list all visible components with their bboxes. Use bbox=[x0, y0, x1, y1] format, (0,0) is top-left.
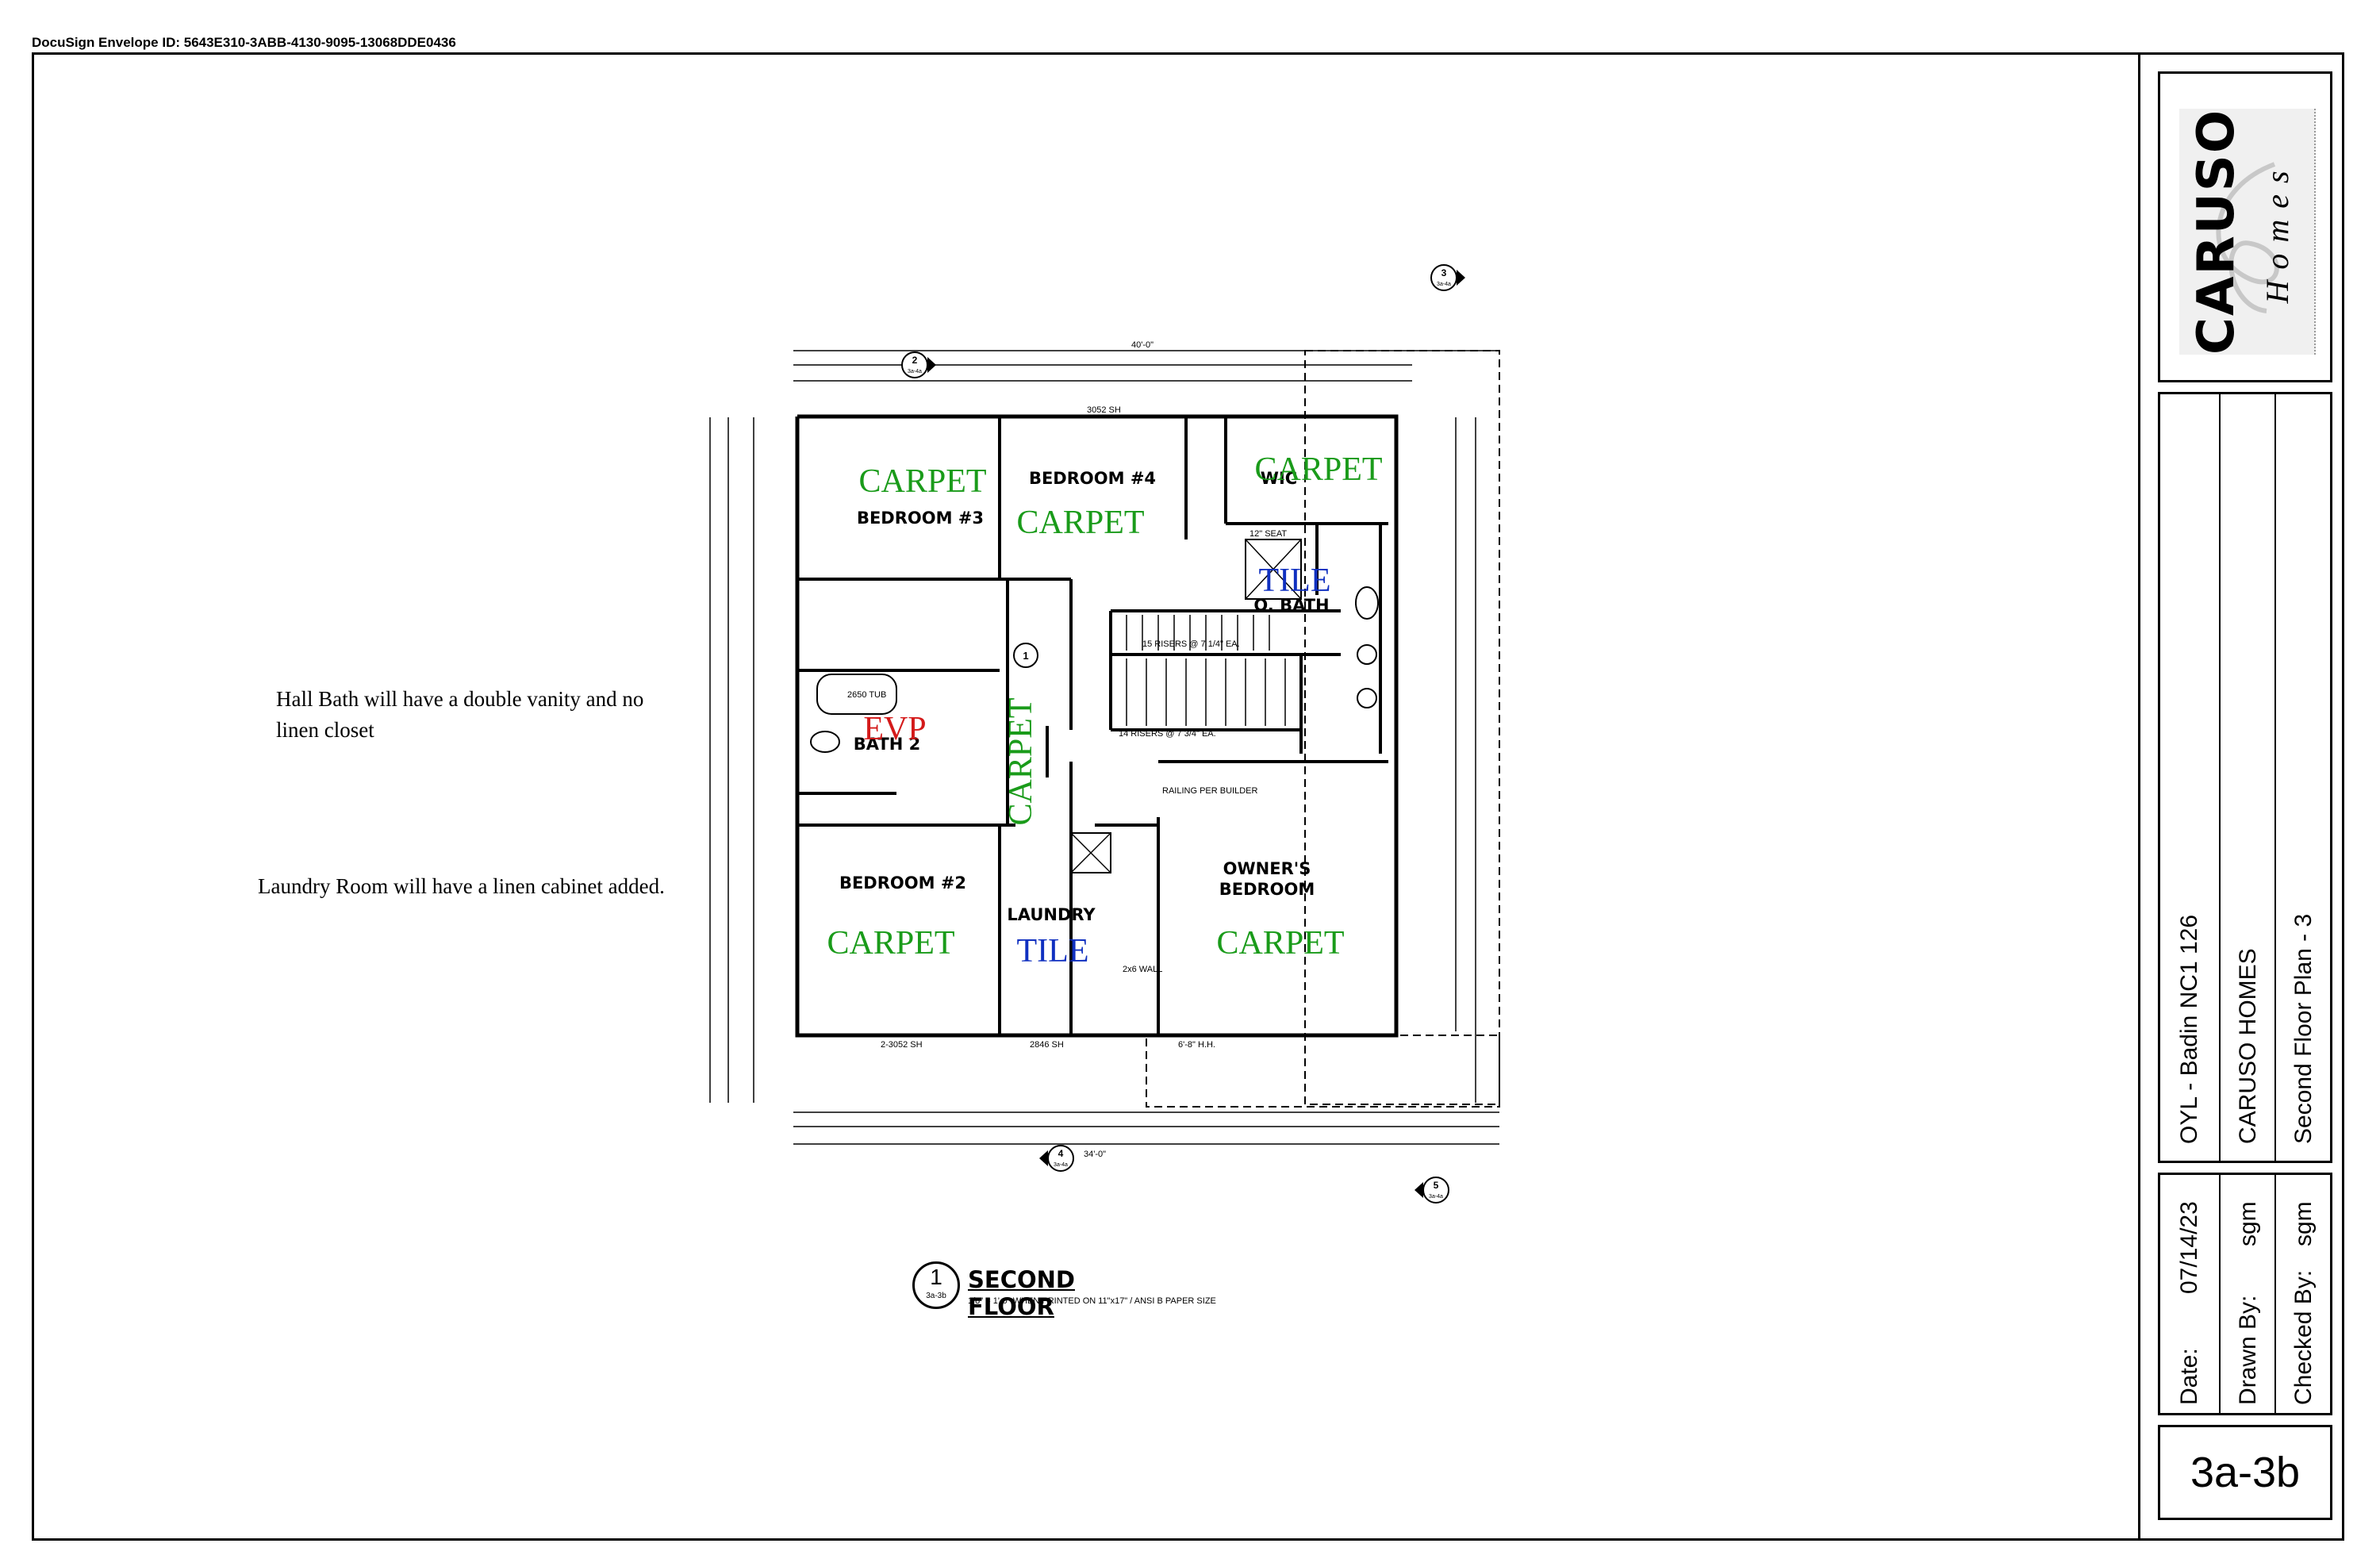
risers-upper-note: 15 RISERS @ 7 1/4" EA. bbox=[1142, 639, 1240, 649]
note-hall-bath: Hall Bath will have a double vanity and … bbox=[276, 687, 644, 743]
seat-note: 12" SEAT bbox=[1250, 529, 1287, 539]
stair-marker-1-number: 1 bbox=[1023, 650, 1028, 662]
project-info-box: OYL - Badin NC1 126 CARUSO HOMES Second … bbox=[2158, 392, 2332, 1163]
window-bottom-left-label: 2-3052 SH bbox=[881, 1040, 923, 1050]
note-laundry: Laundry Room will have a linen cabinet a… bbox=[258, 874, 665, 898]
company-name: CARUSO HOMES bbox=[2235, 948, 2261, 1144]
section-marker-3: 3 3a-4a bbox=[1430, 264, 1465, 291]
staircase bbox=[1126, 615, 1286, 726]
company-column: CARUSO HOMES bbox=[2221, 394, 2276, 1161]
project-name: OYL - Badin NC1 126 bbox=[2176, 914, 2202, 1144]
drawn-by-label: Drawn By: bbox=[2235, 1295, 2261, 1405]
room-owners-line1: OWNER'S bbox=[1223, 859, 1311, 878]
sheet-title-column: Second Floor Plan - 3 bbox=[2276, 394, 2330, 1161]
marker-5-number: 5 bbox=[1434, 1180, 1439, 1191]
section-marker-5: 5 3a-4a bbox=[1415, 1177, 1449, 1204]
room-bedroom-4: BEDROOM #4 bbox=[1029, 469, 1156, 488]
room-owners-line2: BEDROOM bbox=[1219, 880, 1315, 899]
title-block-strip bbox=[2138, 52, 2344, 1541]
room-bath-2: BATH 2 bbox=[854, 735, 920, 754]
marker-3-ref: 3a-4a bbox=[1437, 282, 1451, 287]
railing-note: RAILING PER BUILDER bbox=[1162, 786, 1257, 796]
drawn-by-value: sgm bbox=[2235, 1201, 2261, 1246]
logo-box: CARUSO Homes bbox=[2158, 71, 2332, 382]
date-value: 07/14/23 bbox=[2176, 1201, 2202, 1294]
flooring-carpet-bedroom-3: CARPET bbox=[858, 463, 986, 500]
section-marker-2: 2 3a-4a bbox=[901, 351, 936, 378]
marker-5-ref: 3a-4a bbox=[1429, 1194, 1443, 1200]
checked-column: Checked By: sgm bbox=[2276, 1175, 2330, 1413]
sheet-border bbox=[32, 52, 2344, 1541]
checked-by-value: sgm bbox=[2290, 1201, 2317, 1246]
date-label: Date: bbox=[2176, 1348, 2202, 1405]
checked-by-label: Checked By: bbox=[2290, 1269, 2317, 1405]
bathtub bbox=[816, 674, 897, 715]
marker-4-ref: 3a-4a bbox=[1054, 1162, 1068, 1168]
toilet-bath2 bbox=[810, 731, 840, 753]
sheet-title: Second Floor Plan - 3 bbox=[2290, 913, 2317, 1144]
section-marker-4: 4 3a-4a bbox=[1039, 1145, 1074, 1172]
sheet-number: 3a-3b bbox=[2190, 1449, 2301, 1496]
caption-title: SECOND FLOOR bbox=[968, 1266, 1075, 1320]
porch-outline bbox=[1304, 350, 1500, 1105]
exterior-walls bbox=[795, 414, 1399, 1038]
flooring-tile-laundry: TILE bbox=[1017, 933, 1089, 969]
flooring-carpet-owners-bedroom: CARPET bbox=[1216, 925, 1344, 962]
caption-scale: 1/8" = 1'-0" WHEN PRINTED ON 11"x17" / A… bbox=[968, 1296, 1216, 1306]
marker-3-number: 3 bbox=[1441, 267, 1447, 278]
overall-width-dim: 40'-0" bbox=[1131, 340, 1154, 350]
room-bedroom-3: BEDROOM #3 bbox=[857, 509, 984, 528]
sink-owner-bath bbox=[1357, 644, 1377, 665]
marker-2-number: 2 bbox=[912, 355, 918, 366]
flooring-tile-owner-bath: TILE bbox=[1259, 562, 1331, 599]
tub-label: 2650 TUB bbox=[847, 690, 886, 700]
flooring-carpet-wic: CARPET bbox=[1254, 451, 1382, 488]
room-laundry: LAUNDRY bbox=[1007, 905, 1096, 924]
window-hh-label: 6'-8" H.H. bbox=[1178, 1040, 1215, 1050]
flooring-carpet-bedroom-2: CARPET bbox=[827, 925, 954, 962]
risers-lower-note: 14 RISERS @ 7 3/4" EA. bbox=[1119, 729, 1216, 739]
caption-ref: 3a-3b bbox=[926, 1292, 946, 1300]
window-2846-label: 2846 SH bbox=[1030, 1040, 1064, 1050]
flooring-evp-bath-2: EVP bbox=[863, 711, 926, 747]
room-wic: WIC bbox=[1261, 469, 1297, 488]
flooring-carpet-bedroom-4: CARPET bbox=[1016, 505, 1144, 541]
bottom-width-dim: 34'-0" bbox=[1084, 1150, 1106, 1159]
caption-circle bbox=[912, 1261, 960, 1309]
second-floor-plan: 40'-0" 34'-0" bbox=[709, 264, 1500, 1204]
marker-2-ref: 3a-4a bbox=[908, 369, 922, 374]
sheet-number-box: 3a-3b bbox=[2158, 1425, 2332, 1520]
date-column: Date: 07/14/23 bbox=[2160, 1175, 2221, 1413]
logo-wordmark: CARUSO bbox=[2187, 108, 2246, 355]
sink-owner-bath-2 bbox=[1357, 688, 1377, 708]
porch-lower-outline bbox=[1146, 1035, 1500, 1108]
marker-4-number: 4 bbox=[1058, 1148, 1064, 1159]
interior-walls bbox=[797, 417, 1388, 1035]
toilet-owner-bath bbox=[1355, 586, 1379, 620]
shower bbox=[1245, 539, 1302, 600]
dimension-lines bbox=[709, 350, 1499, 1145]
docusign-envelope-id: DocuSign Envelope ID: 5643E310-3ABB-4130… bbox=[32, 35, 456, 50]
logo-tagline: Homes bbox=[2259, 159, 2295, 304]
dates-box: Date: 07/14/23 Drawn By: sgm Checked By:… bbox=[2158, 1173, 2332, 1415]
project-column: OYL - Badin NC1 126 bbox=[2160, 394, 2221, 1161]
room-bedroom-2: BEDROOM #2 bbox=[839, 873, 966, 893]
room-owner-bath: O. BATH bbox=[1253, 596, 1329, 615]
logo-panel: CARUSO Homes bbox=[2179, 109, 2316, 355]
drawn-column: Drawn By: sgm bbox=[2221, 1175, 2276, 1413]
logo-swirl-icon bbox=[2216, 162, 2279, 313]
stair-marker-1: 1 bbox=[1013, 643, 1038, 668]
laundry-chute bbox=[1070, 832, 1111, 873]
caption-number: 1 bbox=[930, 1265, 942, 1289]
flooring-carpet-hall: CARPET bbox=[1003, 697, 1039, 825]
wall-note: 2x6 WALL bbox=[1123, 965, 1162, 974]
window-top-label: 3052 SH bbox=[1087, 405, 1121, 415]
